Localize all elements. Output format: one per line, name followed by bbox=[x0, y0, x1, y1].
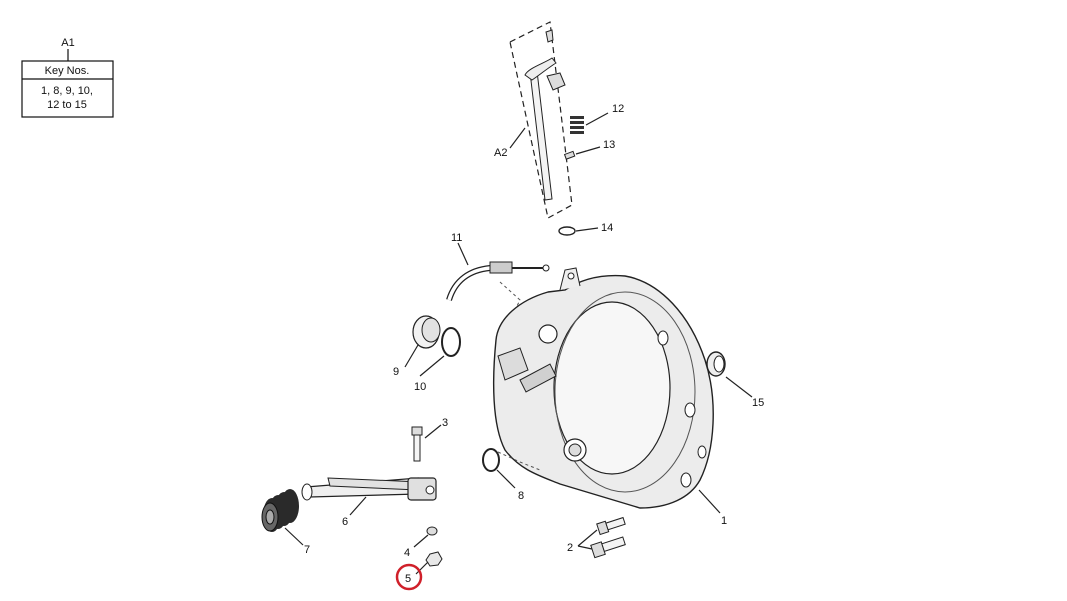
callout-3: 3 bbox=[442, 417, 448, 429]
shift-shaft-assembly: A2 bbox=[494, 21, 573, 219]
callout-5: 5 bbox=[405, 573, 411, 585]
callout-2: 2 bbox=[567, 542, 573, 554]
part-5-nut: 5 bbox=[395, 551, 443, 591]
part-15-plug: 15 bbox=[706, 351, 764, 409]
part-10-o-ring: 10 bbox=[414, 327, 461, 393]
callout-10: 10 bbox=[414, 381, 426, 393]
part-1-cover: 1 bbox=[492, 267, 727, 527]
part-9-cap: 9 bbox=[393, 315, 441, 378]
key-box-line-2: 12 to 15 bbox=[47, 99, 87, 111]
callout-8: 8 bbox=[518, 490, 524, 502]
callout-15: 15 bbox=[752, 397, 764, 409]
key-box-title: A1 bbox=[61, 37, 74, 49]
callout-12: 12 bbox=[612, 103, 624, 115]
part-2-bolts: 2 bbox=[567, 516, 626, 559]
callout-a2: A2 bbox=[494, 147, 507, 159]
callout-7: 7 bbox=[304, 544, 310, 556]
callout-4: 4 bbox=[404, 547, 410, 559]
key-box: A1 Key Nos. 1, 8, 9, 10, 12 to 15 bbox=[21, 37, 114, 118]
key-box-line-1: 1, 8, 9, 10, bbox=[41, 85, 93, 97]
part-12-spring: 12 bbox=[570, 103, 624, 134]
callout-6: 6 bbox=[342, 516, 348, 528]
callout-14: 14 bbox=[601, 222, 613, 234]
part-8-o-ring: 8 bbox=[482, 448, 541, 502]
part-14-clip: 14 bbox=[558, 222, 613, 236]
part-11-cable: 11 bbox=[446, 232, 550, 321]
callout-13: 13 bbox=[603, 139, 615, 151]
highlight-circle bbox=[395, 563, 423, 591]
part-4-washer: 4 bbox=[404, 526, 438, 559]
part-3-bolt: 3 bbox=[411, 417, 448, 462]
callout-11: 11 bbox=[451, 232, 462, 244]
key-box-header: Key Nos. bbox=[45, 65, 90, 77]
part-6-gear-lever: 6 bbox=[301, 477, 437, 528]
callout-1: 1 bbox=[721, 515, 727, 527]
callout-9: 9 bbox=[393, 366, 399, 378]
part-7-rubber-grip: 7 bbox=[261, 489, 310, 556]
part-13-pin: 13 bbox=[563, 139, 615, 160]
